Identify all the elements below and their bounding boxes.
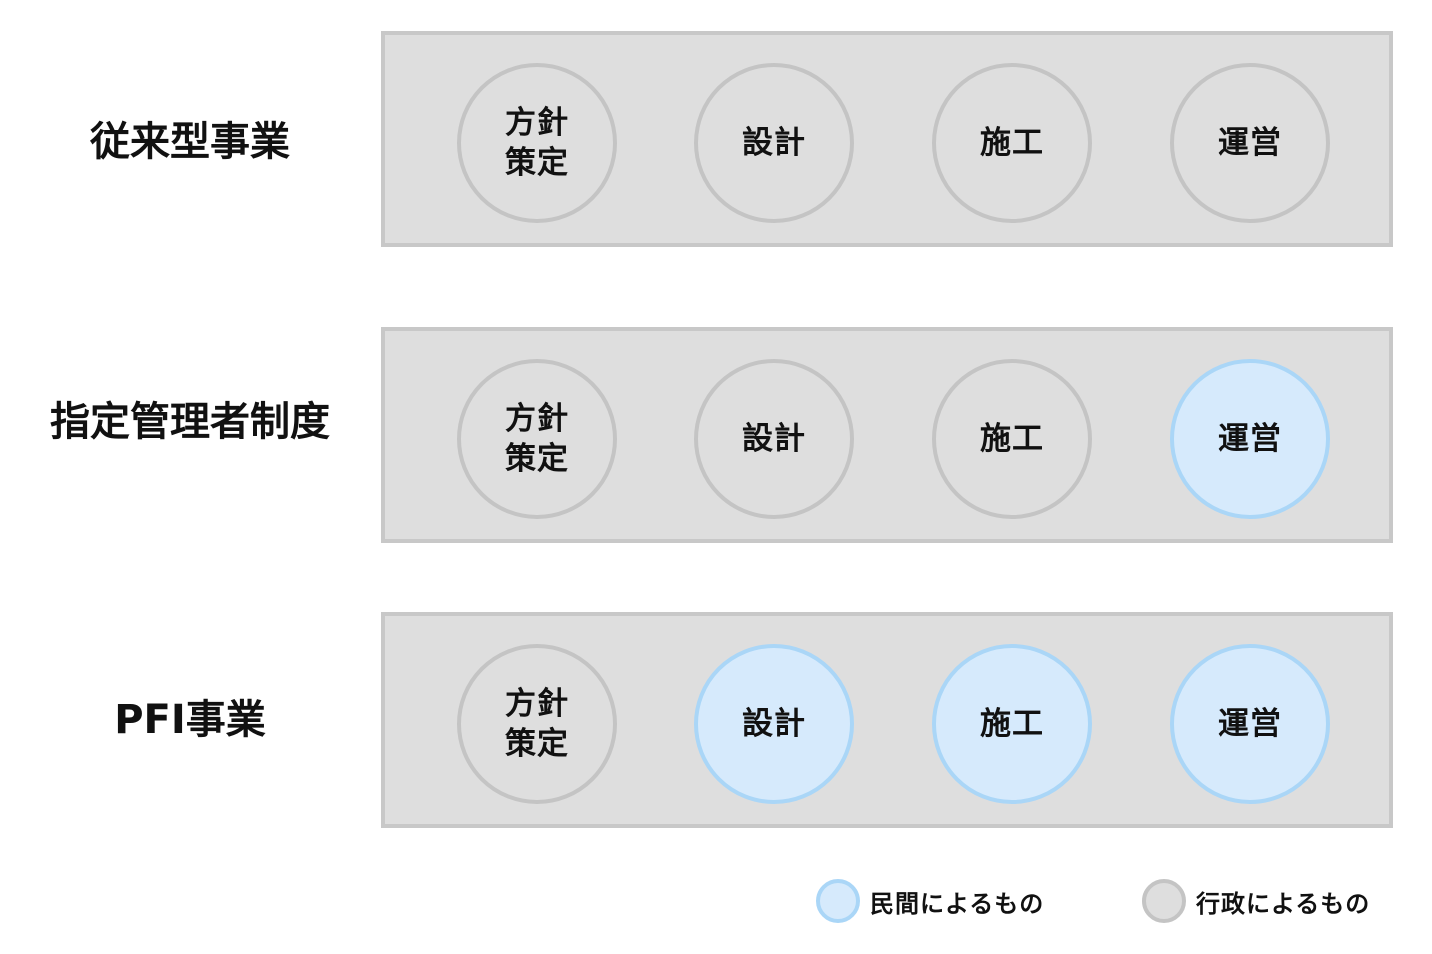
- stage-label: 設計: [742, 125, 806, 161]
- legend-private-swatch: [816, 879, 860, 923]
- stage-label: 設計: [742, 421, 806, 457]
- row-label-designated-manager: 指定管理者制度: [50, 399, 330, 445]
- row-panel-designated-manager: 方針 策定 設計 施工 運営: [381, 327, 1393, 543]
- stage-circle: 施工: [932, 359, 1092, 519]
- stage-label: 施工: [980, 706, 1044, 742]
- row-panel-conventional: 方針 策定 設計 施工 運営: [381, 31, 1393, 247]
- stage-circle: 設計: [694, 644, 854, 804]
- row-label-conventional: 従来型事業: [90, 119, 290, 165]
- legend-private: 民間によるもの: [816, 876, 1044, 926]
- stage-label: 運営: [1218, 706, 1282, 742]
- stage-circle: 方針 策定: [457, 644, 617, 804]
- stage-label: 施工: [980, 421, 1044, 457]
- stage-circle: 方針 策定: [457, 359, 617, 519]
- stage-label: 運営: [1218, 125, 1282, 161]
- row-panel-pfi: 方針 策定 設計 施工 運営: [381, 612, 1393, 828]
- legend-public: 行政によるもの: [1142, 876, 1370, 926]
- stage-circle: 運営: [1170, 63, 1330, 223]
- stage-label: 設計: [742, 706, 806, 742]
- stage-circle: 施工: [932, 644, 1092, 804]
- row-label-pfi: PFI事業: [114, 697, 266, 743]
- stage-label: 施工: [980, 125, 1044, 161]
- stage-circle: 運営: [1170, 359, 1330, 519]
- legend-public-swatch: [1142, 879, 1186, 923]
- stage-circle: 運営: [1170, 644, 1330, 804]
- stage-label: 方針 策定: [505, 401, 569, 477]
- stage-label: 運営: [1218, 421, 1282, 457]
- stage-label: 方針 策定: [505, 105, 569, 181]
- stage-circle: 方針 策定: [457, 63, 617, 223]
- stage-circle: 設計: [694, 63, 854, 223]
- stage-label: 方針 策定: [505, 686, 569, 762]
- legend-private-label: 民間によるもの: [870, 889, 1045, 918]
- stage-circle: 設計: [694, 359, 854, 519]
- legend-public-label: 行政によるもの: [1196, 889, 1371, 918]
- stage-circle: 施工: [932, 63, 1092, 223]
